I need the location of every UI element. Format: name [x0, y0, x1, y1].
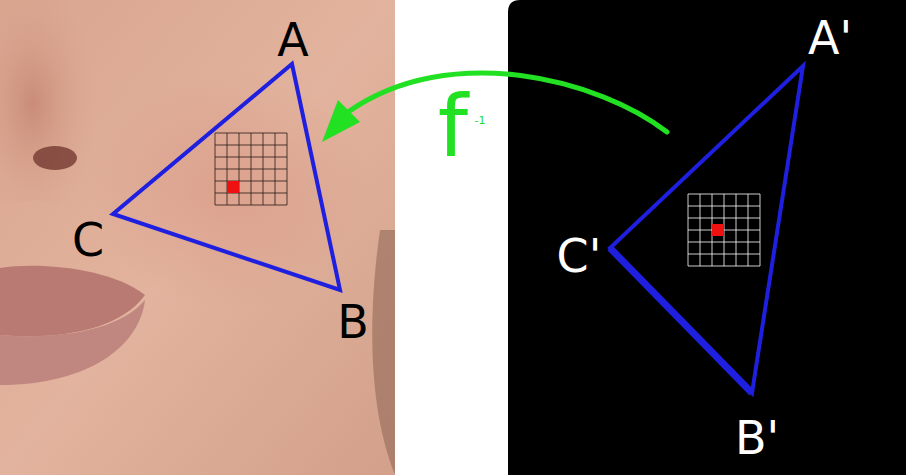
pixel-grid	[215, 133, 287, 205]
arrow-head	[322, 100, 360, 142]
nostril	[33, 146, 77, 170]
cheek	[90, 70, 370, 310]
hair	[372, 230, 395, 475]
pixel-grid	[688, 194, 760, 266]
pixel-highlight	[712, 224, 724, 236]
function-label: f	[438, 83, 468, 169]
target-panel	[508, 0, 906, 475]
vertex-label: A'	[808, 15, 852, 61]
vertex-label: A	[277, 17, 308, 63]
face-photo	[0, 0, 395, 475]
vertex-label: C	[72, 217, 104, 263]
mapping-arrow	[348, 73, 667, 132]
vertex-label: C'	[557, 233, 602, 279]
function-exponent: -1	[475, 115, 486, 126]
pixel-highlight	[227, 181, 239, 193]
vertex-label: B'	[735, 415, 779, 461]
source-triangle	[113, 64, 340, 290]
lip-lower	[0, 300, 145, 385]
triangle-edge	[610, 248, 752, 393]
nose-shade	[0, 0, 108, 207]
vertex-label: B	[337, 299, 369, 345]
